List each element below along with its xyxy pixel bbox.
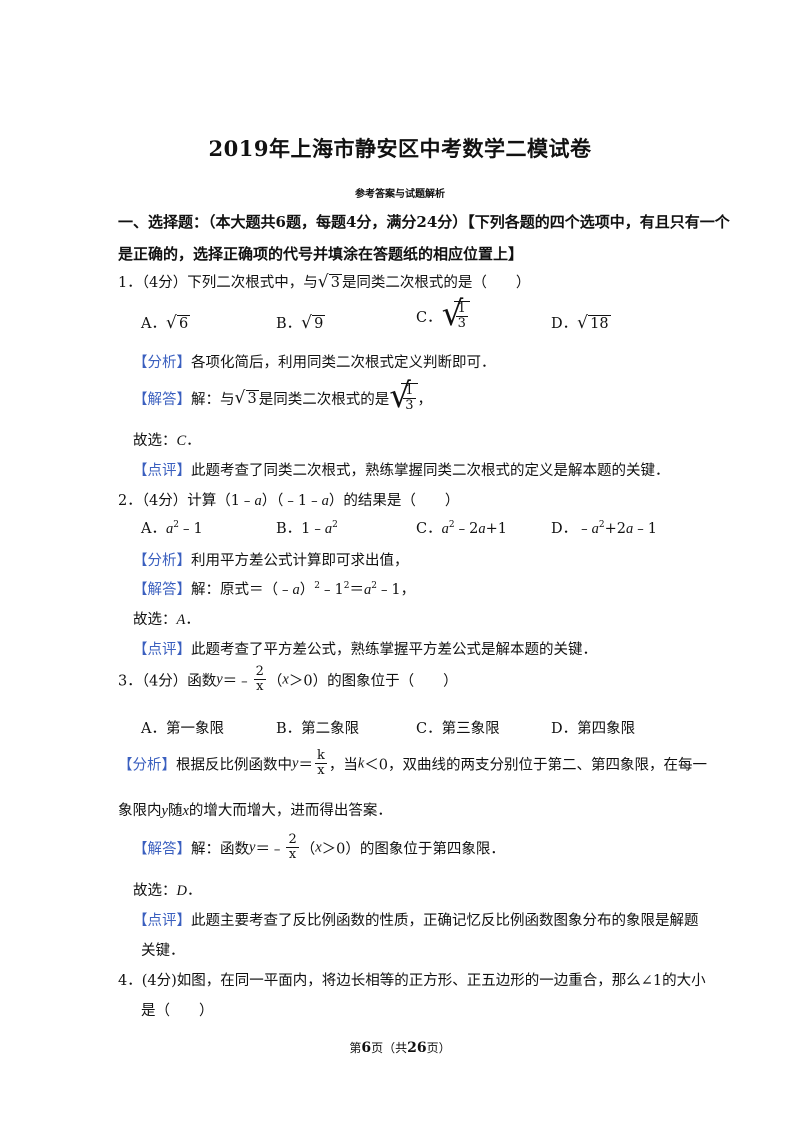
page-total: 26: [407, 1040, 427, 1056]
q3-option-c: C．第三象限: [416, 721, 500, 737]
q3-comment: 【点评】此题主要考查了反比例函数的性质，正确记忆反比例函数图象分布的象限是解题: [133, 913, 699, 929]
page-title: 2019年上海市静安区中考数学二模试卷: [208, 136, 592, 161]
answer-tag: 【解答】: [133, 391, 191, 408]
q2-answer: 【解答】解：原式＝（﹣a）2﹣12＝a2﹣1，: [133, 581, 416, 599]
page-footer: 第6页（共26页）: [349, 1040, 451, 1056]
q2-option-b: B．1﹣a2: [276, 520, 338, 538]
q1-choose: 故选：C．: [133, 433, 201, 449]
q2-analysis: 【分析】利用平方差公式计算即可求出值，: [133, 553, 409, 569]
q3-option-d: D．第四象限: [551, 721, 636, 737]
q1-analysis: 【分析】各项化简后，利用同类二次根式定义判断即可．: [133, 355, 496, 371]
comment-tag: 【点评】: [133, 463, 191, 479]
q1-comment: 【点评】此题考查了同类二次根式，熟练掌握同类二次根式的定义是解本题的关键．: [133, 463, 670, 479]
section-heading-line1: 一、选择题：（本大题共6题，每题4分，满分24分）【下列各题的四个选项中，有且只…: [118, 213, 730, 231]
q3-option-b: B．第二象限: [276, 721, 360, 737]
q2-option-c: C．a2﹣2a+1: [416, 520, 507, 538]
q4-stem-line1: 4．(4分)如图，在同一平面内，将边长相等的正方形、正五边形的一边重合，那么∠1…: [118, 973, 706, 989]
q4-stem-line2: 是（ ）: [141, 1003, 214, 1019]
q3-analysis-line2: 象限内y随x的增大而增大，进而得出答案．: [118, 803, 392, 819]
sqrt-3: √3: [317, 272, 342, 292]
q3-option-a: A．第一象限: [141, 721, 224, 737]
q2-comment: 【点评】此题考查了平方差公式，熟练掌握平方差公式是解本题的关键．: [133, 642, 597, 658]
section-heading-line2: 是正确的，选择正确项的代号并填涂在答题纸的相应位置上】: [118, 245, 524, 263]
page-subtitle: 参考答案与试题解析: [355, 189, 445, 200]
q1-option-a: A．√6: [141, 313, 191, 333]
page-number: 6: [361, 1040, 372, 1056]
q2-option-a: A．a2﹣1: [141, 520, 203, 538]
q2-stem: 2．（4分）计算（1﹣a）（﹣1﹣a）的结果是（ ）: [118, 493, 460, 509]
q2-choose: 故选：A．: [133, 612, 200, 628]
analysis-tag: 【分析】: [133, 355, 191, 371]
q1-option-d: D．√18: [551, 313, 611, 333]
q3-comment-line2: 关键．: [141, 943, 185, 959]
q3-choose: 故选：D．: [133, 883, 202, 899]
q1-option-b: B．√9: [276, 313, 326, 333]
q2-option-d: D．﹣a2+2a﹣1: [551, 520, 657, 538]
